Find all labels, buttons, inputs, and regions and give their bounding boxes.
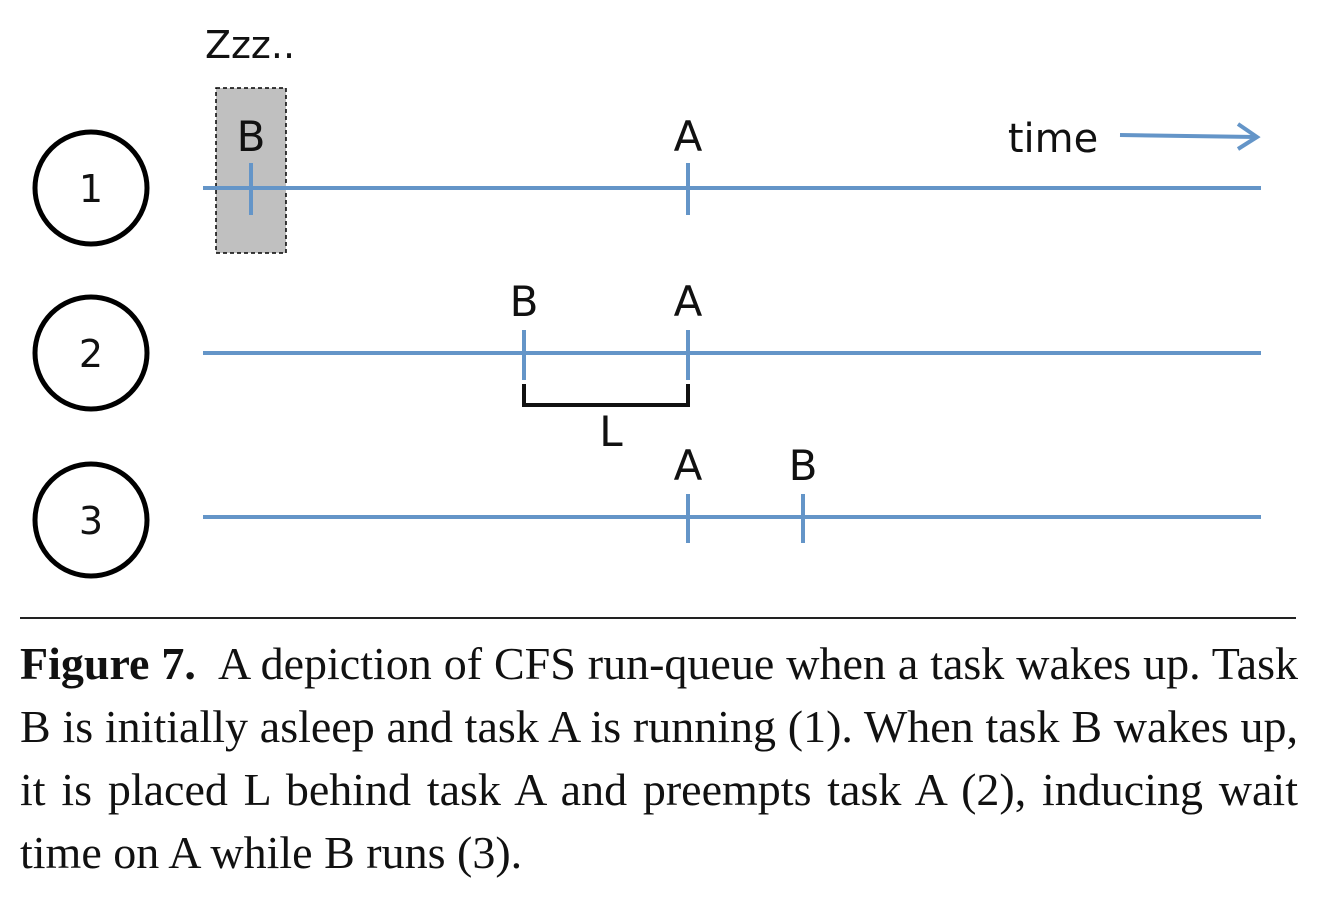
time-arrow bbox=[1119, 122, 1261, 151]
figure-caption: Figure 7.A depiction of CFS run-queue wh… bbox=[20, 632, 1298, 884]
gap-label: L bbox=[599, 407, 623, 456]
step-circle-2 bbox=[32, 294, 150, 412]
step-3: 3 A B bbox=[32, 441, 1261, 579]
caption-rule bbox=[20, 617, 1296, 619]
step-circle-3 bbox=[32, 461, 150, 579]
step-2: 2 B A L bbox=[32, 277, 1261, 456]
cfs-runqueue-diagram: Zzz.. 1 B A time 2 B A L 3 A B bbox=[32, 23, 1261, 579]
gap-bracket bbox=[522, 384, 690, 407]
marker-a-2: A bbox=[674, 277, 703, 326]
marker-a-1: A bbox=[674, 112, 703, 161]
caption-text: A depiction of CFS run-queue when a task… bbox=[20, 638, 1299, 878]
marker-b-2: B bbox=[510, 277, 539, 326]
figure-label: Figure 7. bbox=[20, 638, 196, 689]
marker-b-1: B bbox=[237, 112, 266, 161]
step-number-3: 3 bbox=[79, 499, 103, 543]
step-circle-1 bbox=[32, 129, 150, 247]
marker-b-3: B bbox=[789, 441, 818, 490]
time-label: time bbox=[1008, 116, 1098, 162]
marker-a-3: A bbox=[674, 441, 703, 490]
step-number-2: 2 bbox=[79, 332, 103, 376]
step-number-1: 1 bbox=[79, 167, 103, 211]
sleep-label: Zzz.. bbox=[205, 23, 295, 67]
step-1: Zzz.. 1 B A time bbox=[32, 23, 1261, 254]
